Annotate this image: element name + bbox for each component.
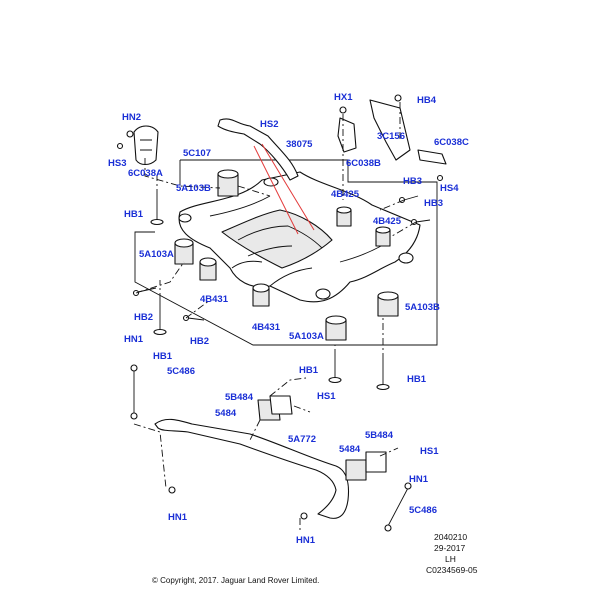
label-4b425-b: 4B425 (373, 216, 402, 227)
label-hb3-b: HB3 (424, 198, 443, 209)
stabilizer-link-right (384, 482, 412, 532)
copyright-notice: © Copyright, 2017. Jaguar Land Rover Lim… (152, 576, 319, 585)
label-6c038a: 6C038A (128, 168, 163, 179)
label-hb2-b: HB2 (190, 336, 209, 347)
label-hs1-left: HS1 (317, 391, 336, 402)
label-5b484-right: 5B484 (365, 430, 394, 441)
label-hb4: HB4 (417, 95, 437, 106)
label-5a103a-bottom: 5A103A (289, 331, 324, 342)
label-hs1-right: HS1 (420, 446, 439, 457)
label-hx1: HX1 (334, 92, 353, 103)
ref-number: 2040210 (434, 532, 467, 542)
label-hb3-a: HB3 (403, 176, 422, 187)
part-labels: HN2 HS3 6C038A 5C107 HS2 38075 HX1 HB4 3… (108, 92, 469, 546)
label-5a103b-top: 5A103B (176, 183, 211, 194)
bush-4b425-a (336, 206, 352, 227)
label-hb1-right: HB1 (407, 374, 427, 385)
label-hb2-a: HB2 (134, 312, 153, 323)
nut-hs3 (116, 142, 124, 150)
nut-hn1-bm (300, 512, 308, 520)
nut-hn1-bl (168, 486, 176, 494)
bolt-hb1-right (376, 360, 390, 391)
bracket-38075 (217, 118, 299, 181)
label-5c486-left: 5C486 (167, 366, 195, 377)
bush-4b431-a (199, 257, 217, 281)
bolt-hb1-left (153, 300, 167, 336)
label-5a772: 5A772 (288, 434, 316, 445)
label-5c486-right: 5C486 (409, 505, 437, 516)
label-hn1-bl: HN1 (168, 512, 188, 523)
drawing-code: C0234569-05 (426, 565, 478, 575)
label-5a103b-right: 5A103B (405, 302, 440, 313)
nut-hs4 (436, 174, 444, 182)
label-4b431-a: 4B431 (200, 294, 229, 305)
label-4b425-a: 4B425 (331, 189, 360, 200)
label-hb1-top: HB1 (124, 209, 144, 220)
leader-lines (133, 102, 417, 530)
label-5c107: 5C107 (183, 148, 211, 159)
bush-5a103a-bottom (325, 315, 347, 341)
bush-5a103a-left (174, 238, 194, 265)
bush-5a103b-right (377, 291, 399, 317)
label-38075: 38075 (286, 139, 313, 150)
label-hs2: HS2 (260, 119, 278, 130)
label-4b431-b: 4B431 (252, 322, 281, 333)
label-hn1-left: HN1 (124, 334, 144, 345)
label-hs4: HS4 (440, 183, 459, 194)
bracket-3c156 (369, 99, 411, 161)
bolt-hb3-b (410, 218, 431, 226)
drawing-meta: 2040210 29-2017 LH C0234569-05 © Copyrig… (152, 532, 478, 585)
label-hb1-left: HB1 (153, 351, 173, 362)
label-hn1-right: HN1 (409, 474, 429, 485)
drawing-side: LH (445, 554, 456, 564)
bolt-hb3-a (398, 195, 419, 204)
label-6c038c: 6C038C (434, 137, 469, 148)
label-5484-right: 5484 (339, 444, 361, 455)
bolt-hb1-top (150, 196, 164, 226)
bush-5a103b-top (217, 169, 239, 197)
stabilizer-bush-right (345, 451, 387, 481)
bracket-6c038a (133, 125, 159, 166)
bush-4b431-b (252, 283, 270, 307)
stabilizer-bush-left (257, 395, 293, 421)
label-3c156: 3C156 (377, 131, 405, 142)
highlight-lines (253, 143, 315, 235)
nut-hx1 (339, 106, 347, 114)
label-6c038b: 6C038B (346, 158, 381, 169)
label-5b484-left: 5B484 (225, 392, 254, 403)
label-5a103a-left: 5A103A (139, 249, 174, 260)
stabilizer-link-left (130, 364, 138, 420)
drawing-date: 29-2017 (434, 543, 465, 553)
label-5484-left: 5484 (215, 408, 237, 419)
label-hn2: HN2 (122, 112, 141, 123)
stabilizer-bar-5a772 (154, 418, 350, 519)
rear-subframe (178, 171, 421, 303)
bolt-hb1-mid (328, 356, 342, 384)
subframe-callout-frame (134, 159, 438, 346)
nut-hn2 (126, 130, 134, 138)
label-hb1-mid: HB1 (299, 365, 319, 376)
bracket-6c038c (417, 149, 447, 165)
label-hs3: HS3 (108, 158, 126, 169)
bracket-6c038b (337, 117, 357, 153)
nut-hb4 (394, 94, 402, 102)
bush-4b425-b (375, 226, 391, 247)
label-hn1-bm: HN1 (296, 535, 316, 546)
